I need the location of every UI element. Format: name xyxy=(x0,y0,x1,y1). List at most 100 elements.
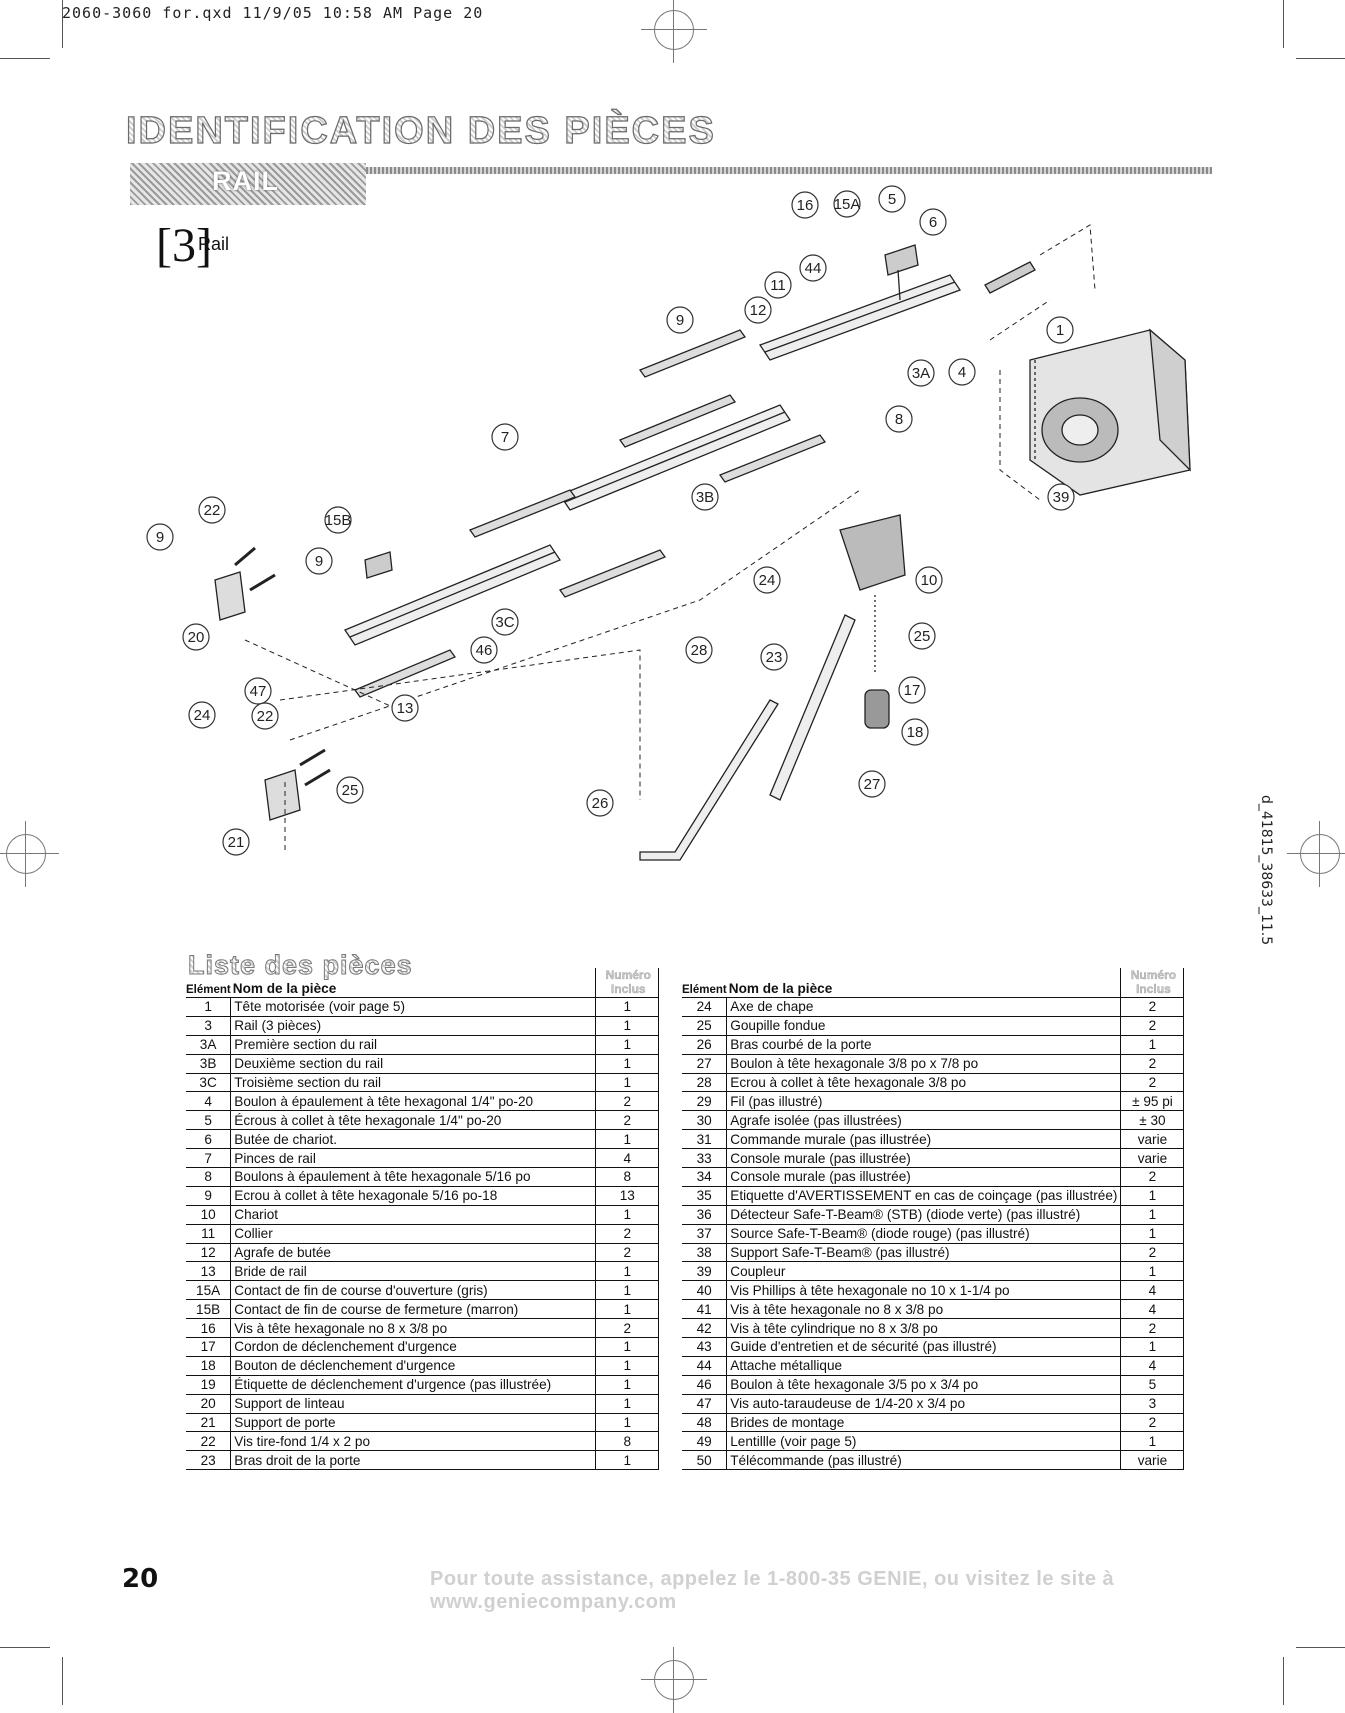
part-element-cell: 17 xyxy=(186,1337,231,1357)
part-name-cell: Support Safe-T-Beam® (pas illustré) xyxy=(726,1243,1122,1263)
part-name-cell: Butée de chariot. xyxy=(230,1129,597,1150)
part-element-cell: 26 xyxy=(682,1035,727,1055)
part-name-cell: Lentillle (voir page 5) xyxy=(726,1431,1122,1452)
callout-15A: 15A xyxy=(833,190,861,218)
part-quantity-cell: 1 xyxy=(1120,1261,1185,1282)
callout-label: 16 xyxy=(797,197,814,214)
callout-label: 15B xyxy=(325,512,352,529)
callout-27: 27 xyxy=(858,770,886,798)
part-element-cell: 37 xyxy=(682,1224,727,1244)
callout-4: 4 xyxy=(948,358,976,386)
registration-mark xyxy=(0,821,59,887)
callout-label: 20 xyxy=(188,629,205,646)
part-quantity-cell: 1 xyxy=(595,1035,660,1055)
callout-circle xyxy=(901,718,929,746)
part-quantity-cell: 3 xyxy=(1120,1394,1185,1414)
callout-label: 39 xyxy=(1053,489,1070,506)
callout-18: 18 xyxy=(901,718,929,746)
callout-circle xyxy=(885,405,913,433)
part-element-cell: 7 xyxy=(186,1148,231,1169)
callout-label: 47 xyxy=(250,683,267,700)
part-quantity-cell: 2 xyxy=(1120,1413,1185,1433)
rail-clamp xyxy=(558,549,667,598)
callout-label: 3B xyxy=(696,489,714,506)
curved-door-arm xyxy=(639,699,779,861)
callout-circle xyxy=(491,423,519,451)
callout-circle xyxy=(898,676,926,704)
callout-label: 25 xyxy=(914,628,931,645)
callout-circle xyxy=(764,271,792,299)
callout-1: 1 xyxy=(1046,316,1074,344)
callout-circle xyxy=(198,496,226,524)
callout-circle xyxy=(666,306,694,334)
part-quantity-cell: 2 xyxy=(1120,1073,1185,1093)
callout-label: 44 xyxy=(805,260,822,277)
part-element-cell: 31 xyxy=(682,1129,727,1150)
callout-label: 24 xyxy=(759,572,776,589)
part-element-cell: 28 xyxy=(682,1073,727,1093)
part-quantity-cell: 1 xyxy=(595,1016,660,1036)
print-slug: 2060-3060 for.qxd 11/9/05 10:58 AM Page … xyxy=(62,4,484,22)
part-name-cell: Boulon à tête hexagonale 3/5 po x 3/4 po xyxy=(726,1375,1122,1395)
part-quantity-cell: 1 xyxy=(595,1356,660,1376)
part-name-cell: Coupleur xyxy=(726,1261,1122,1282)
part-element-cell: 1 xyxy=(186,997,231,1017)
callout-46: 46 xyxy=(470,636,498,664)
part-element-cell: 27 xyxy=(682,1054,727,1074)
part-name-cell: Axe de chape xyxy=(726,997,1122,1017)
callout-label: 7 xyxy=(501,429,509,446)
column-header-element: Elément xyxy=(682,968,727,998)
part-quantity-cell: 4 xyxy=(1120,1280,1185,1301)
callout-39: 39 xyxy=(1047,483,1075,511)
part-name-cell: Cordon de déclenchement d'urgence xyxy=(230,1337,597,1357)
callout-label: 9 xyxy=(315,553,323,570)
callout-label: 23 xyxy=(766,649,783,666)
part-element-cell: 12 xyxy=(186,1243,231,1263)
page-title: IDENTIFICATION DES PIÈCES xyxy=(125,109,716,152)
part-quantity-cell: 2 xyxy=(1120,997,1185,1017)
callout-22: 22 xyxy=(198,496,226,524)
part-name-cell: Vis Phillips à tête hexagonale no 10 x 1… xyxy=(726,1280,1122,1301)
part-name-cell: Vis auto-taraudeuse de 1/4-20 x 3/4 po xyxy=(726,1394,1122,1414)
part-element-cell: 40 xyxy=(682,1280,727,1301)
part-element-cell: 22 xyxy=(186,1431,231,1452)
callout-circle xyxy=(324,506,352,534)
part-name-cell: Attache métallique xyxy=(726,1356,1122,1376)
callout-26: 26 xyxy=(586,789,614,817)
callout-circle xyxy=(799,254,827,282)
part-quantity-cell: 1 xyxy=(595,1299,660,1320)
callout-circle xyxy=(336,776,364,804)
part-quantity-cell: 1 xyxy=(1120,1205,1185,1225)
part-element-cell: 38 xyxy=(682,1243,727,1263)
part-element-cell: 15B xyxy=(186,1299,231,1320)
part-quantity-cell: 2 xyxy=(1120,1318,1185,1339)
trolley xyxy=(839,514,906,591)
callout-label: 13 xyxy=(397,700,414,717)
part-quantity-cell: 13 xyxy=(595,1186,660,1206)
crop-mark xyxy=(62,0,63,48)
section-label: RAIL xyxy=(212,166,279,196)
part-element-cell: 33 xyxy=(682,1148,727,1169)
callout-label: 9 xyxy=(156,529,164,546)
part-name-cell: Bride de rail xyxy=(230,1261,597,1282)
part-quantity-cell: 1 xyxy=(595,1054,660,1074)
part-name-cell: Bouton de déclenchement d'urgence xyxy=(230,1356,597,1376)
qty-header-line1: Numéro xyxy=(1130,968,1177,982)
part-element-cell: 47 xyxy=(682,1394,727,1414)
crop-mark xyxy=(1283,0,1284,48)
part-element-cell: 19 xyxy=(186,1375,231,1395)
callout-circle xyxy=(586,789,614,817)
part-name-cell: Pinces de rail xyxy=(230,1148,597,1169)
callout-17: 17 xyxy=(898,676,926,704)
